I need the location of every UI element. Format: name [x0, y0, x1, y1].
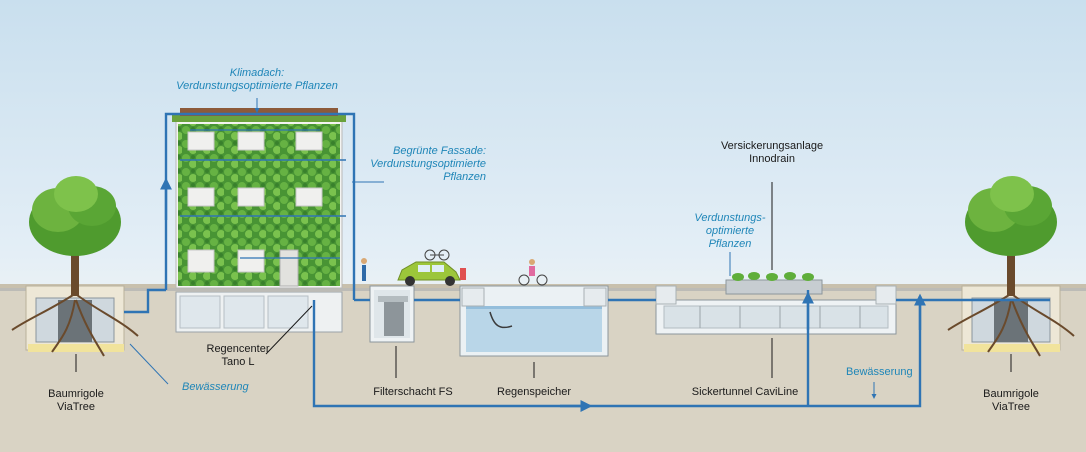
green-building: [172, 108, 346, 333]
filter-shaft-illustration: [369, 285, 415, 343]
infiltration-system-label: Versickerungsanlage Innodrain: [720, 140, 824, 165]
rain-storage-label: Regenspeicher: [497, 386, 571, 398]
regencenter-label: Regencenter Tano L: [206, 343, 270, 368]
filter-shaft-label: Filterschacht FS: [373, 386, 453, 398]
evaporation-plants-label: Verdunstungs- optimierte Pflanzen: [694, 212, 766, 250]
tree-left-label: Baumrigole ViaTree: [48, 388, 104, 413]
water-pipes: [124, 112, 1050, 412]
tree-right-illustration: [947, 176, 1075, 357]
seepage-tunnel-illustration: [655, 285, 897, 335]
callout-lines: [129, 98, 877, 399]
pointer-lines: [75, 182, 1012, 378]
seepage-tunnel-label: Sickertunnel CaviLine: [691, 386, 799, 398]
planter-illustration: [725, 272, 823, 295]
irrigation-left-label: Bewässerung: [182, 381, 249, 393]
irrigation-right-label: Bewässerung: [846, 366, 913, 378]
street-scene: [361, 249, 548, 286]
rain-storage-illustration: [459, 285, 609, 357]
tree-right-label: Baumrigole ViaTree: [983, 388, 1039, 413]
tree-left-illustration: [11, 176, 139, 357]
roof-label: Klimadach: Verdunstungsoptimierte Pflanz…: [176, 67, 338, 92]
facade-label: Begrünte Fassade: Verdunstungsoptimierte…: [370, 145, 486, 183]
